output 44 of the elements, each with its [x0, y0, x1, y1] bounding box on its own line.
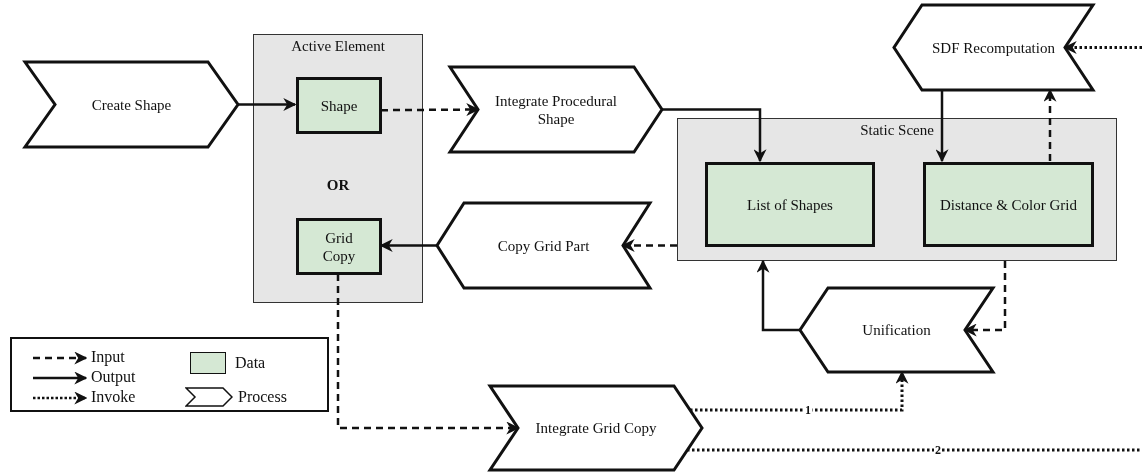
data-label: Grid Copy	[321, 228, 357, 266]
connector-arrow	[1063, 41, 1142, 54]
connector-arrow	[935, 90, 949, 163]
connector-arrow	[379, 239, 437, 252]
legend-label: Output	[91, 368, 136, 386]
connector-arrow	[690, 370, 909, 412]
data-box	[296, 218, 382, 275]
data-label: List of Shapes	[746, 195, 834, 215]
data-label: Distance & Color Grid	[938, 195, 1079, 215]
connector-arrow	[1043, 88, 1057, 161]
process-label: Integrate Procedural Shape	[494, 91, 618, 129]
connector-arrow	[756, 259, 800, 332]
group-panel	[253, 34, 423, 303]
legend-label: Data	[235, 354, 266, 372]
legend-label: Input	[91, 348, 125, 366]
connector-arrow	[662, 108, 767, 163]
connector-arrow	[381, 103, 480, 117]
connector-arrow	[336, 274, 520, 435]
process-chevron	[894, 5, 1093, 90]
process-chevron	[25, 62, 238, 147]
or-label: OR	[326, 177, 350, 194]
process-chevron	[490, 386, 702, 470]
process-label: SDF Recomputation	[931, 38, 1056, 58]
data-label: Shape	[319, 96, 359, 116]
connector-arrow	[238, 98, 297, 111]
process-label: Integrate Grid Copy	[534, 419, 658, 438]
group-panel	[677, 118, 1117, 261]
process-label: Unification	[861, 321, 932, 340]
group-title: Static Scene	[859, 122, 935, 139]
data-box	[296, 77, 382, 134]
data-box	[923, 162, 1094, 247]
legend-label: Invoke	[91, 388, 136, 406]
connector-arrow	[963, 261, 1007, 337]
process-label: Copy Grid Part	[496, 236, 591, 256]
connector-arrow	[621, 239, 677, 252]
process-chevron	[450, 67, 662, 152]
data-box	[705, 162, 875, 247]
legend-label: Process	[238, 388, 287, 406]
group-title: Active Element	[290, 38, 386, 55]
edge-label: 2	[934, 444, 942, 456]
process-label: Create Shape	[90, 95, 173, 115]
process-chevron	[437, 203, 650, 288]
edge-label: 1	[804, 404, 812, 416]
process-chevron	[800, 288, 993, 372]
